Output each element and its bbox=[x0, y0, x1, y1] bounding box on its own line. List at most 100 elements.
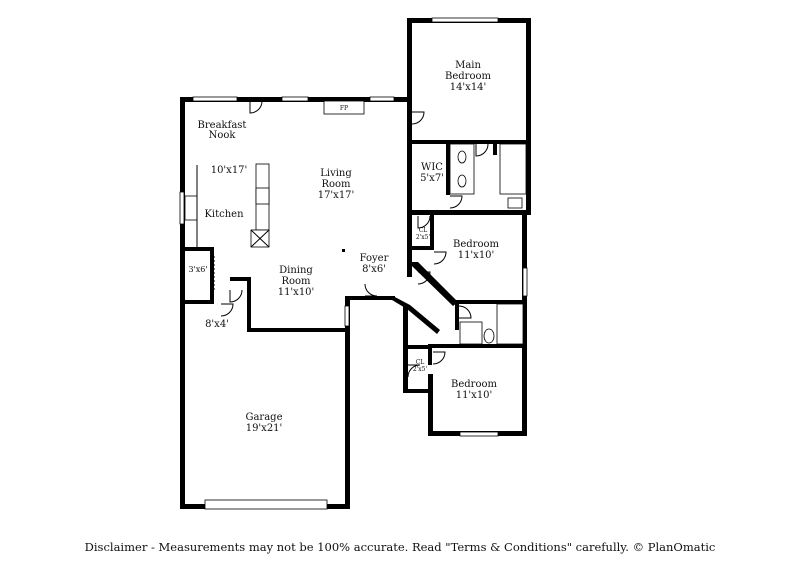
wall-br2-bottom bbox=[455, 300, 527, 304]
wall-cl2-top bbox=[403, 345, 428, 349]
closet-1-name: CL bbox=[419, 227, 428, 234]
garage-size: 19'x21' bbox=[246, 423, 283, 434]
window-br2 bbox=[522, 267, 528, 297]
fridge-x2 bbox=[250, 229, 270, 248]
disclaimer-text: Disclaimer - Measurements may not be 100… bbox=[84, 540, 716, 554]
door-bath2 bbox=[458, 305, 472, 319]
window-kitchen bbox=[179, 191, 185, 225]
wall-br3-right bbox=[522, 344, 527, 436]
closet-2-size: 2'x5' bbox=[413, 366, 428, 373]
foyer-name: Foyer bbox=[360, 253, 389, 264]
wic-name: WIC bbox=[421, 162, 443, 173]
kitchen-size: 10'x17' bbox=[211, 165, 248, 176]
garage-name: Garage bbox=[245, 412, 282, 423]
dining-room-name-2: Room bbox=[281, 276, 311, 287]
living-room-name-2: Room bbox=[321, 179, 351, 190]
main-bedroom-name-2: Bedroom bbox=[445, 71, 491, 82]
fireplace: FP bbox=[323, 100, 365, 115]
wall-foyer-bottom bbox=[345, 296, 395, 300]
window-living-2 bbox=[369, 96, 395, 102]
center-dot bbox=[342, 249, 345, 252]
kitchen-sink bbox=[184, 195, 198, 221]
vanity-2 bbox=[459, 321, 483, 345]
living-room-name-1: Living bbox=[320, 168, 352, 179]
bedroom-2-name: Bedroom bbox=[453, 239, 499, 250]
tub-1 bbox=[499, 143, 527, 195]
living-room-size: 17'x17' bbox=[318, 190, 355, 201]
door-wic bbox=[449, 195, 463, 209]
door-br3 bbox=[432, 351, 446, 365]
wall-garage-top bbox=[247, 328, 350, 332]
laundry-size: 3'x6' bbox=[188, 265, 207, 274]
wall-cl1-bottom bbox=[407, 246, 431, 250]
door-hall bbox=[229, 289, 243, 303]
foyer-size: 8'x6' bbox=[362, 264, 386, 275]
wall-diagonal-upper bbox=[412, 262, 458, 306]
window-br3 bbox=[459, 431, 499, 437]
wall-bath1-left bbox=[493, 140, 497, 155]
window-mbr bbox=[431, 17, 499, 23]
wall-mbr-right bbox=[526, 18, 531, 213]
tub-2 bbox=[496, 303, 524, 345]
wall-bath1-top bbox=[407, 140, 531, 144]
wall-br3-left bbox=[428, 374, 433, 436]
door-cl2 bbox=[407, 364, 421, 378]
kitchen-fixtures bbox=[184, 163, 270, 248]
wall-mbr-bottom bbox=[407, 125, 412, 227]
window-foyer-side bbox=[344, 305, 350, 327]
kitchen-range bbox=[255, 187, 270, 205]
bathroom-fixtures bbox=[449, 143, 527, 345]
door-front bbox=[364, 283, 378, 297]
wall-cl2-bottom bbox=[403, 389, 433, 393]
toilet-2 bbox=[483, 328, 495, 344]
wall-mbr-left bbox=[407, 18, 412, 126]
wic-size: 5'x7' bbox=[420, 173, 444, 184]
breakfast-nook-name-1: Breakfast bbox=[198, 120, 247, 131]
wall-garage-right bbox=[345, 300, 350, 509]
door-mbr bbox=[411, 111, 425, 125]
door-br2 bbox=[433, 251, 447, 265]
garage-door bbox=[204, 499, 328, 510]
wall-laundry-right bbox=[210, 247, 214, 304]
room-labels: Main Bedroom 14'x14' Breakfast Nook 10'x… bbox=[188, 60, 499, 434]
wall-cl2-right bbox=[428, 345, 432, 365]
kitchen-name: Kitchen bbox=[204, 209, 244, 220]
doors bbox=[213, 100, 489, 378]
wall-bath1-bottom bbox=[407, 210, 531, 215]
hall-size: 8'x4' bbox=[205, 319, 229, 330]
dining-room-size: 11'x10' bbox=[278, 287, 315, 298]
fireplace-label: FP bbox=[340, 105, 348, 112]
windows bbox=[179, 17, 528, 510]
wall-laundry-top bbox=[180, 247, 214, 251]
wall-cl1-right bbox=[430, 215, 434, 250]
dining-room-name-1: Dining bbox=[279, 265, 313, 276]
closet-2-name: CL bbox=[416, 359, 425, 366]
wall-garage-top-left bbox=[180, 300, 212, 304]
window-living-1 bbox=[281, 96, 309, 102]
toilet-1 bbox=[507, 197, 523, 209]
bedroom-3-name: Bedroom bbox=[451, 379, 497, 390]
door-garage bbox=[220, 303, 234, 317]
sink-1b bbox=[457, 174, 467, 188]
wall-hall-right-top bbox=[230, 277, 251, 281]
closet-1-size: 2'x5' bbox=[416, 234, 431, 241]
wall-br3-top bbox=[428, 344, 527, 348]
wall-wic-right bbox=[446, 140, 450, 195]
wall-hall-divider bbox=[247, 277, 251, 332]
door-nook-patio bbox=[249, 100, 263, 114]
sink-1a bbox=[457, 150, 467, 164]
fireplace-box bbox=[323, 100, 365, 115]
wall-diagonal-lower bbox=[392, 296, 440, 334]
main-bedroom-name-1: Main bbox=[455, 60, 481, 71]
wall-hall-left bbox=[407, 227, 412, 277]
bedroom-2-size: 11'x10' bbox=[458, 250, 495, 261]
door-bath1 bbox=[475, 143, 489, 157]
bedroom-3-size: 11'x10' bbox=[456, 390, 493, 401]
door-foyer-hall bbox=[417, 271, 431, 285]
window-nook-1 bbox=[192, 96, 238, 102]
main-bedroom-size: 14'x14' bbox=[450, 82, 487, 93]
wall-bath2-left bbox=[455, 300, 459, 330]
door-cl1 bbox=[417, 215, 431, 229]
breakfast-nook-name-2: Nook bbox=[209, 130, 237, 141]
